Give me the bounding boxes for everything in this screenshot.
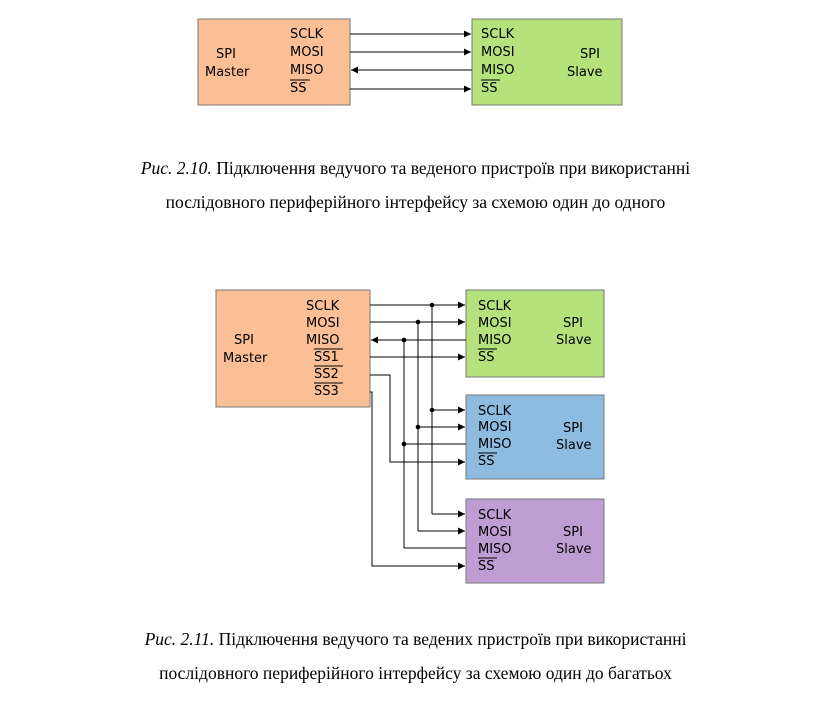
slave1-pin-sclk: SCLK — [478, 299, 512, 314]
slave2-pin-mosi: MOSI — [478, 420, 512, 435]
slave-pin-sclk: SCLK — [481, 27, 515, 42]
slave2-title-slave: Slave — [556, 438, 592, 453]
caption-line-1: Рис. 2.11. Підключення ведучого та веден… — [0, 622, 831, 656]
master-pin-miso: MISO — [306, 333, 340, 348]
figure-2-10: SPI Master SCLK MOSI MISO SS SCLK MOSI M… — [197, 18, 623, 106]
slave-pin-miso: MISO — [481, 63, 515, 78]
slave3-pin-sclk: SCLK — [478, 508, 512, 523]
master-pin-ss2: SS2 — [314, 367, 339, 382]
master-pin-ss3: SS3 — [314, 384, 339, 399]
slave3-title-spi: SPI — [563, 525, 583, 540]
master-title-spi: SPI — [234, 333, 254, 348]
caption-text: Підключення ведучого та ведених пристрої… — [214, 629, 687, 649]
spi-slave-1-box — [465, 289, 605, 378]
slave1-pin-ss: SS — [478, 350, 495, 365]
figure-number: Рис. 2.10. — [140, 158, 212, 178]
caption-line-1: Рис. 2.10. Підключення ведучого та веден… — [0, 151, 831, 185]
master-title-master: Master — [205, 65, 250, 80]
master-pin-sclk: SCLK — [306, 299, 340, 314]
spi-slave-3-box — [465, 498, 605, 584]
junction-dots — [401, 302, 435, 447]
caption-line-2: послідовного периферійного інтерфейсу за… — [165, 192, 666, 212]
spi-slave-box — [471, 18, 623, 106]
slave1-title-slave: Slave — [556, 333, 592, 348]
ss-lines — [370, 353, 465, 570]
slave-pin-ss: SS — [481, 81, 498, 96]
master-title-spi: SPI — [216, 47, 236, 62]
master-title-master: Master — [223, 351, 268, 366]
slave-title-slave: Slave — [567, 65, 603, 80]
master-pin-mosi: MOSI — [290, 45, 324, 60]
slave3-pin-mosi: MOSI — [478, 525, 512, 540]
figure-number: Рис. 2.11. — [144, 629, 215, 649]
spi-slave-2-box — [465, 394, 605, 480]
slave-title-spi: SPI — [580, 47, 600, 62]
master-pin-ss1: SS1 — [314, 350, 339, 365]
slave1-pin-miso: MISO — [478, 333, 512, 348]
slave-pin-mosi: MOSI — [481, 45, 515, 60]
caption-text: Підключення ведучого та веденого пристро… — [211, 158, 691, 178]
slave2-title-spi: SPI — [563, 421, 583, 436]
master-pin-miso: MISO — [290, 63, 324, 78]
master-pin-sclk: SCLK — [290, 27, 324, 42]
slave1-title-spi: SPI — [563, 316, 583, 331]
master-pin-mosi: MOSI — [306, 316, 340, 331]
spi-master-box — [215, 289, 371, 408]
slave3-title-slave: Slave — [556, 542, 592, 557]
caption-line-2: послідовного периферійного інтерфейсу за… — [159, 663, 672, 683]
master-pin-ss: SS — [290, 81, 307, 96]
figure-caption-2-10: Рис. 2.10. Підключення ведучого та веден… — [0, 151, 831, 219]
slave3-pin-ss: SS — [478, 559, 495, 574]
slave1-pin-mosi: MOSI — [478, 316, 512, 331]
figure-2-11: SPI Master SCLK MOSI MISO SS1 SS2 SS3 SC… — [215, 289, 605, 584]
figure-caption-2-11: Рис. 2.11. Підключення ведучого та веден… — [0, 622, 831, 690]
slave3-pin-miso: MISO — [478, 542, 512, 557]
slave2-pin-sclk: SCLK — [478, 404, 512, 419]
spi-master-box — [197, 18, 351, 106]
slave2-pin-ss: SS — [478, 454, 495, 469]
slave2-pin-miso: MISO — [478, 437, 512, 452]
